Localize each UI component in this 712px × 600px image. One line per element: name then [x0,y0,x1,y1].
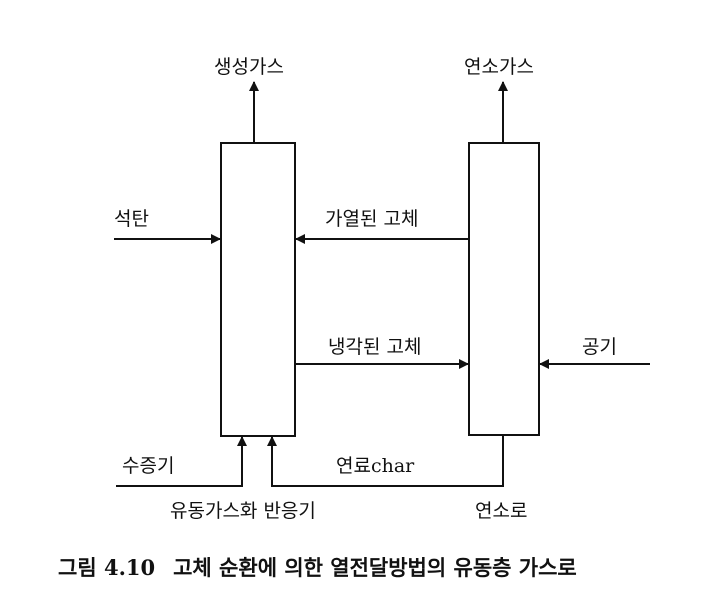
steam-feed-arrow [116,436,247,487]
cooled-solids-label: 냉각된 고체 [328,336,422,358]
gasifier-vessel [220,142,296,437]
steam-label: 수증기 [122,455,175,477]
figure-number: 그림 4.10 [58,555,156,580]
air-label: 공기 [582,336,617,358]
heated-solids-label: 가열된 고체 [325,208,419,230]
flue-gas-label: 연소가스 [464,56,534,78]
combustor-label: 연소로 [475,500,528,522]
fuel-char-label: 연료char [336,455,415,477]
gasifier-label: 유동가스화 반응기 [170,500,316,522]
combustor-vessel [468,142,540,436]
figure-caption: 그림 4.10 고체 순환에 의한 열전달방법의 유동층 가스로 [58,555,577,581]
figure-title: 고체 순환에 의한 열전달방법의 유동층 가스로 [173,555,577,580]
coal-label: 석탄 [114,208,149,230]
product-gas-label: 생성가스 [214,56,284,78]
fuel-char-arrow [267,435,504,487]
